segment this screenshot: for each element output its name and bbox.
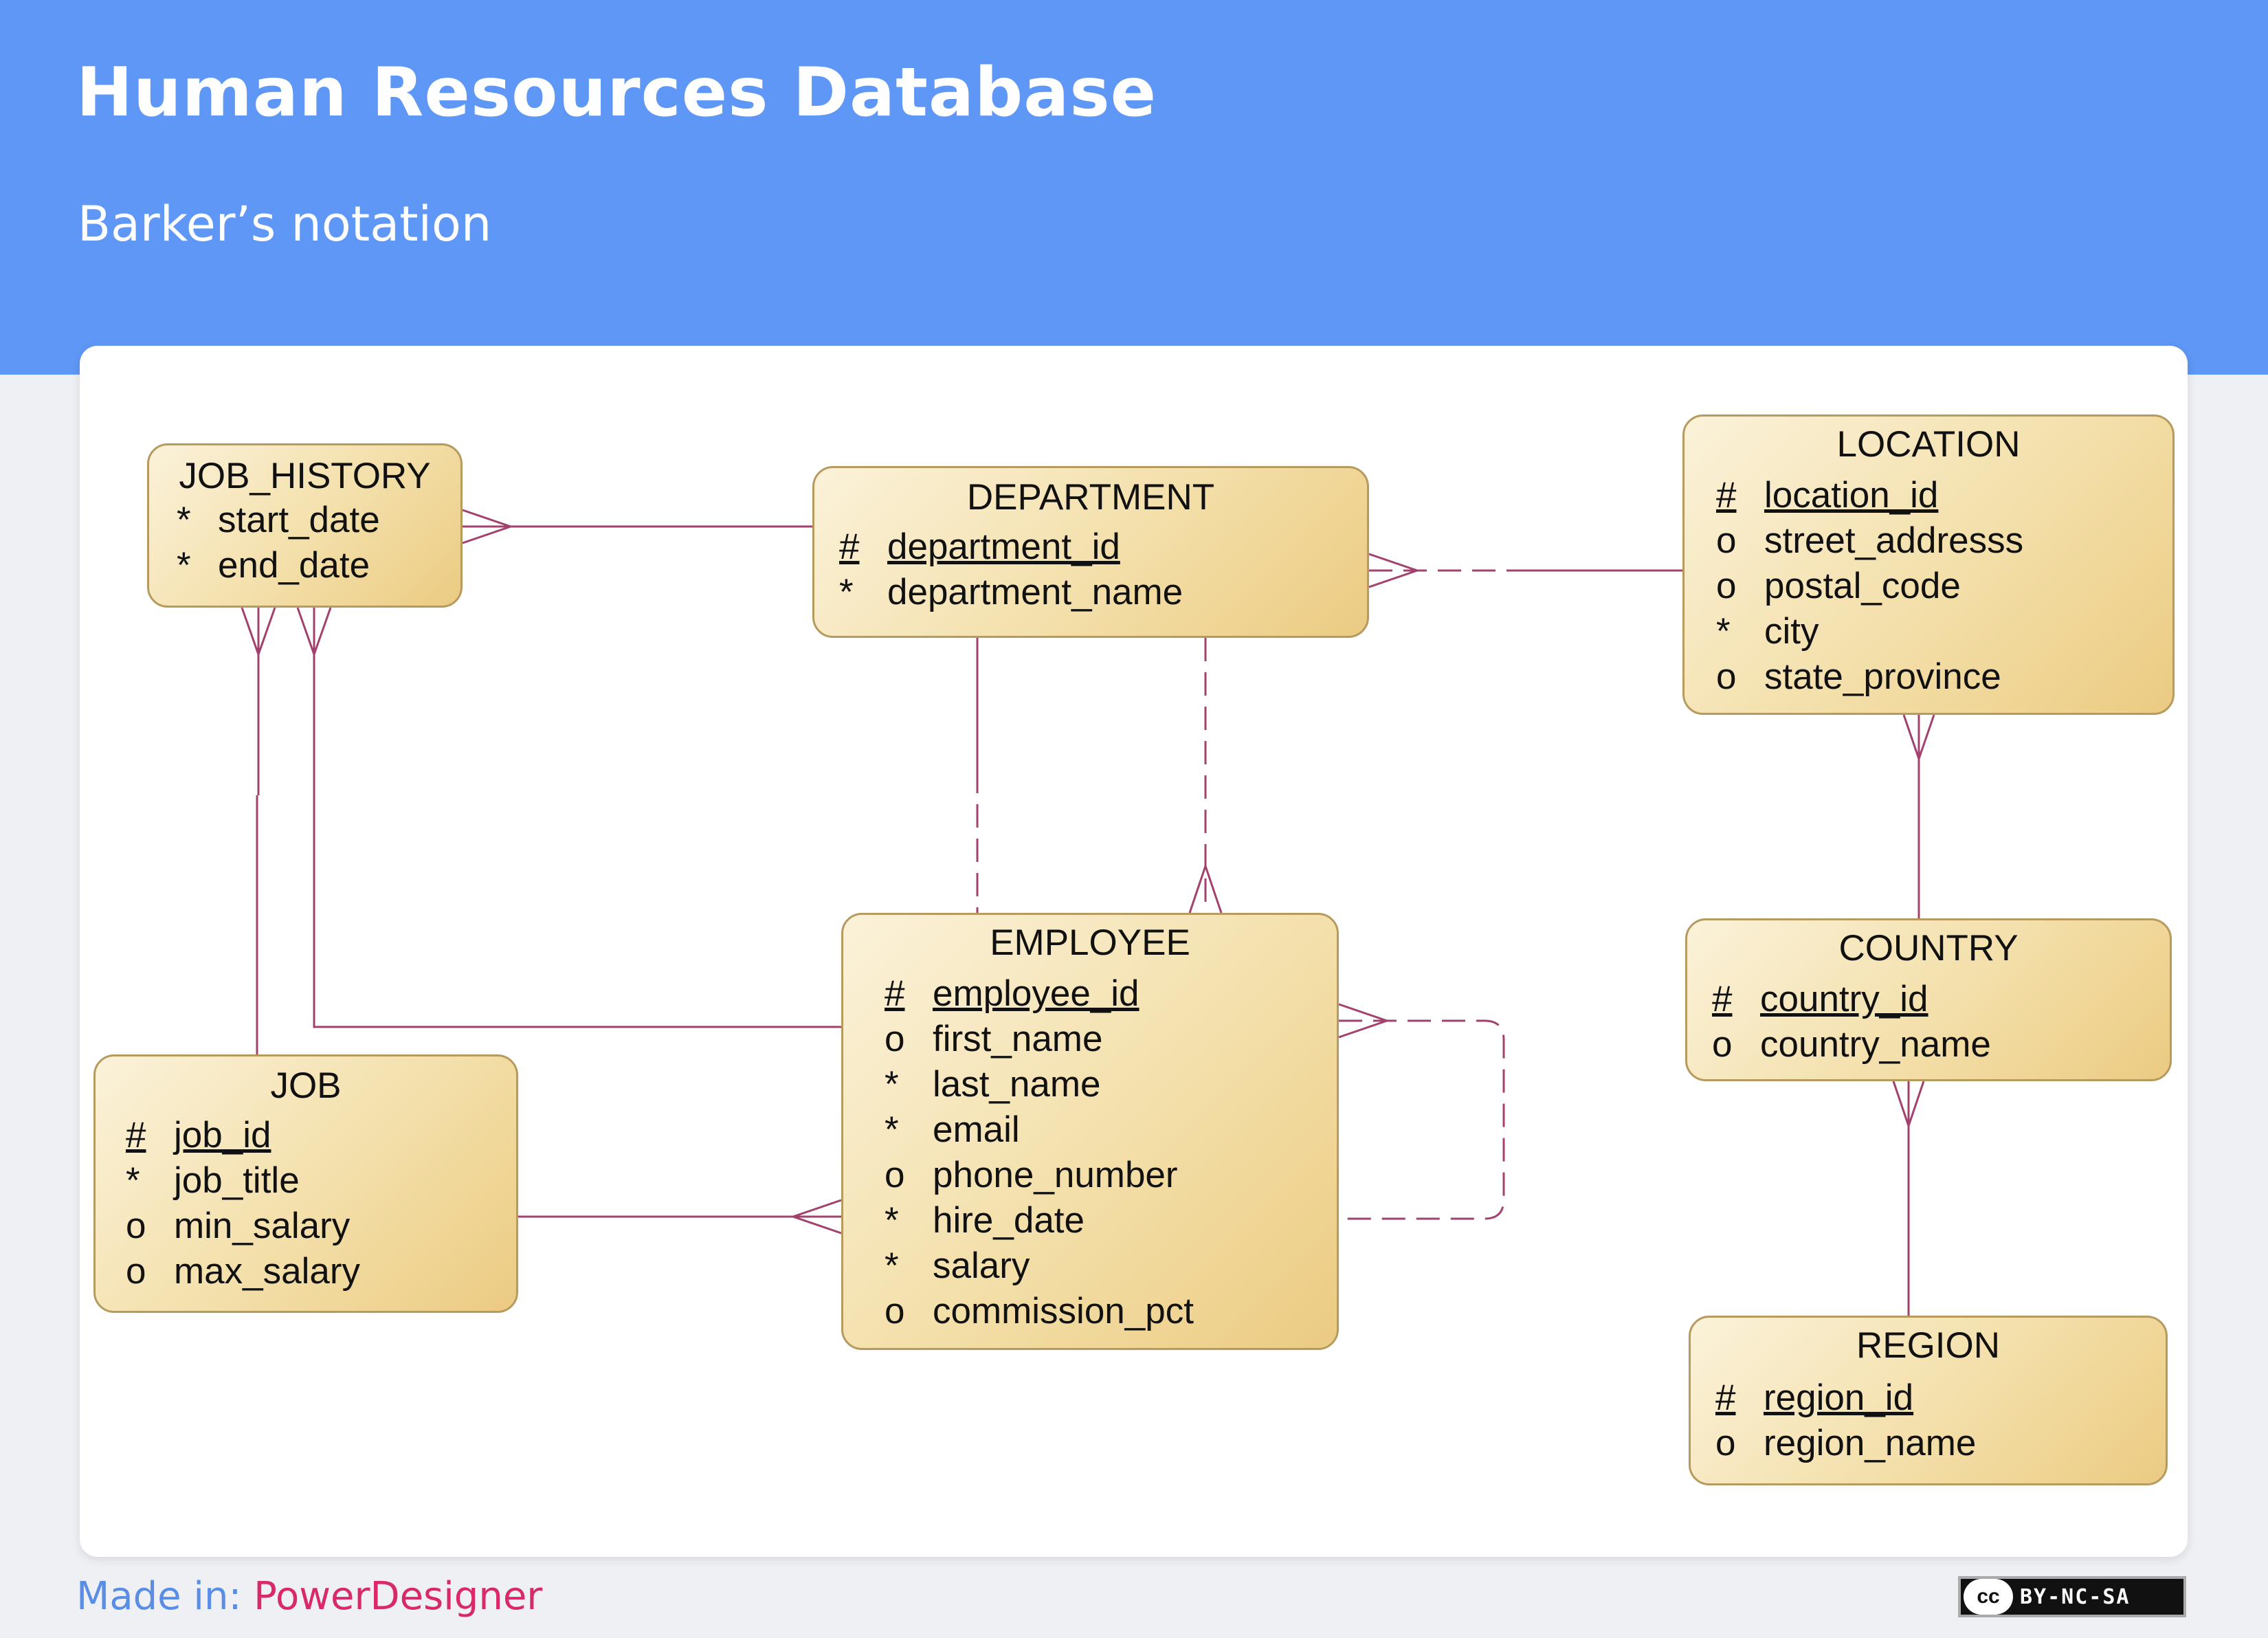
made-in-tool[interactable]: PowerDesigner xyxy=(254,1574,543,1619)
attribute-name: first_name xyxy=(933,1019,1103,1059)
rel-jobhistory-job xyxy=(256,608,260,1054)
attribute-name: country_name xyxy=(1760,1024,1991,1065)
crowfoot-jobhistory-job xyxy=(241,607,276,658)
page-title: Human Resources Database xyxy=(76,54,1157,132)
crowfoot-location-country xyxy=(1902,714,1935,762)
attribute-marker: o xyxy=(1716,520,1737,561)
crowfoot-department-location xyxy=(1368,553,1421,588)
attribute-name: region_id xyxy=(1764,1377,1914,1418)
entity-employee[interactable]: EMPLOYEE # employee_id o first_name * last_… xyxy=(841,913,1339,1350)
attribute-name: job_id xyxy=(174,1115,271,1155)
attribute-marker: o xyxy=(126,1206,146,1246)
attribute-name: commission_pct xyxy=(933,1291,1194,1331)
made-in-label: Made in: xyxy=(76,1574,242,1619)
attribute-name: city xyxy=(1764,611,1819,652)
header-banner: Human Resources Database Barker’s notati… xyxy=(0,0,2268,375)
attribute-marker: o xyxy=(885,1291,905,1331)
page-subtitle: Barker’s notation xyxy=(78,196,492,252)
attribute-name: region_name xyxy=(1764,1423,1977,1463)
entity-location[interactable]: LOCATION # location_id o street_addresss o… xyxy=(1682,414,2175,715)
crowfoot-employee-self xyxy=(1338,1003,1390,1039)
attribute-marker: # xyxy=(1712,979,1733,1019)
entity-name: JOB xyxy=(270,1065,342,1106)
crowfoot-jobhistory-department xyxy=(462,509,514,544)
rel-jobhistory-employee xyxy=(313,608,841,1028)
attribute-name: start_date xyxy=(218,500,380,540)
entity-name: REGION xyxy=(1856,1325,2001,1366)
attribute-marker: o xyxy=(1715,1423,1736,1463)
attribute-name: end_date xyxy=(218,545,370,586)
attribute-name: phone_number xyxy=(933,1155,1178,1195)
entity-job-history[interactable]: JOB_HISTORY * start_date * end_date xyxy=(147,443,463,608)
attribute-name: max_salary xyxy=(174,1251,360,1292)
license-text: BY-NC-SA xyxy=(2020,1584,2131,1609)
entity-job[interactable]: JOB # job_id * job_title o min_salary o max_… xyxy=(93,1054,518,1313)
made-in-credit: Made in: PowerDesigner xyxy=(76,1574,542,1619)
attribute-marker: * xyxy=(177,545,191,586)
attribute-marker: * xyxy=(885,1109,899,1150)
attribute-name: location_id xyxy=(1764,475,1939,516)
attribute-name: street_addresss xyxy=(1764,520,2024,561)
attribute-marker: * xyxy=(885,1200,899,1241)
attribute-marker: * xyxy=(885,1246,899,1286)
attribute-name: employee_id xyxy=(933,973,1139,1014)
attribute-marker: o xyxy=(885,1155,905,1195)
attribute-marker: # xyxy=(839,527,860,567)
attribute-marker: o xyxy=(1716,566,1737,606)
attribute-name: salary xyxy=(933,1246,1030,1286)
attribute-marker: o xyxy=(1712,1024,1733,1065)
entity-name: COUNTRY xyxy=(1838,928,2019,969)
attribute-marker: # xyxy=(1715,1377,1736,1418)
entity-name: EMPLOYEE xyxy=(990,922,1190,963)
attribute-name: email xyxy=(933,1109,1020,1150)
attribute-marker: * xyxy=(885,1064,899,1105)
attribute-marker: o xyxy=(1716,656,1737,697)
creative-commons-icon: cc xyxy=(1964,1579,2013,1615)
crowfoot-job-employee xyxy=(790,1199,842,1235)
attribute-name: postal_code xyxy=(1764,566,1961,606)
attribute-name: job_title xyxy=(174,1160,300,1201)
attribute-marker: # xyxy=(126,1115,146,1155)
attribute-marker: # xyxy=(885,973,905,1014)
attribute-marker: * xyxy=(177,500,191,540)
entity-country[interactable]: COUNTRY # country_id o country_name xyxy=(1685,918,2172,1081)
entity-region[interactable]: REGION # region_id o region_name xyxy=(1689,1316,2168,1485)
attribute-name: country_id xyxy=(1760,979,1928,1019)
attribute-name: department_id xyxy=(887,527,1120,567)
rel-employee-self xyxy=(1339,1019,1505,1220)
attribute-name: state_province xyxy=(1764,656,2001,697)
attribute-marker: o xyxy=(885,1019,905,1059)
entity-name: LOCATION xyxy=(1836,424,2021,465)
attribute-marker: o xyxy=(126,1251,146,1292)
attribute-name: last_name xyxy=(933,1064,1101,1105)
license-badge[interactable]: cc BY-NC-SA xyxy=(1958,1576,2186,1617)
entity-name: DEPARTMENT xyxy=(966,477,1215,518)
attribute-marker: # xyxy=(1716,475,1737,516)
crowfoot-department-employee xyxy=(1188,863,1223,914)
attribute-name: hire_date xyxy=(933,1200,1085,1241)
crowfoot-country-region xyxy=(1892,1081,1925,1129)
attribute-marker: * xyxy=(839,572,854,612)
entity-department[interactable]: DEPARTMENT # department_id * department_na… xyxy=(812,466,1369,638)
crowfoot-jobhistory-employee xyxy=(296,607,332,658)
attribute-name: min_salary xyxy=(174,1206,351,1246)
entity-name: JOB_HISTORY xyxy=(179,456,431,496)
attribute-name: department_name xyxy=(887,572,1183,612)
attribute-marker: * xyxy=(1716,611,1731,652)
attribute-marker: * xyxy=(126,1160,140,1201)
